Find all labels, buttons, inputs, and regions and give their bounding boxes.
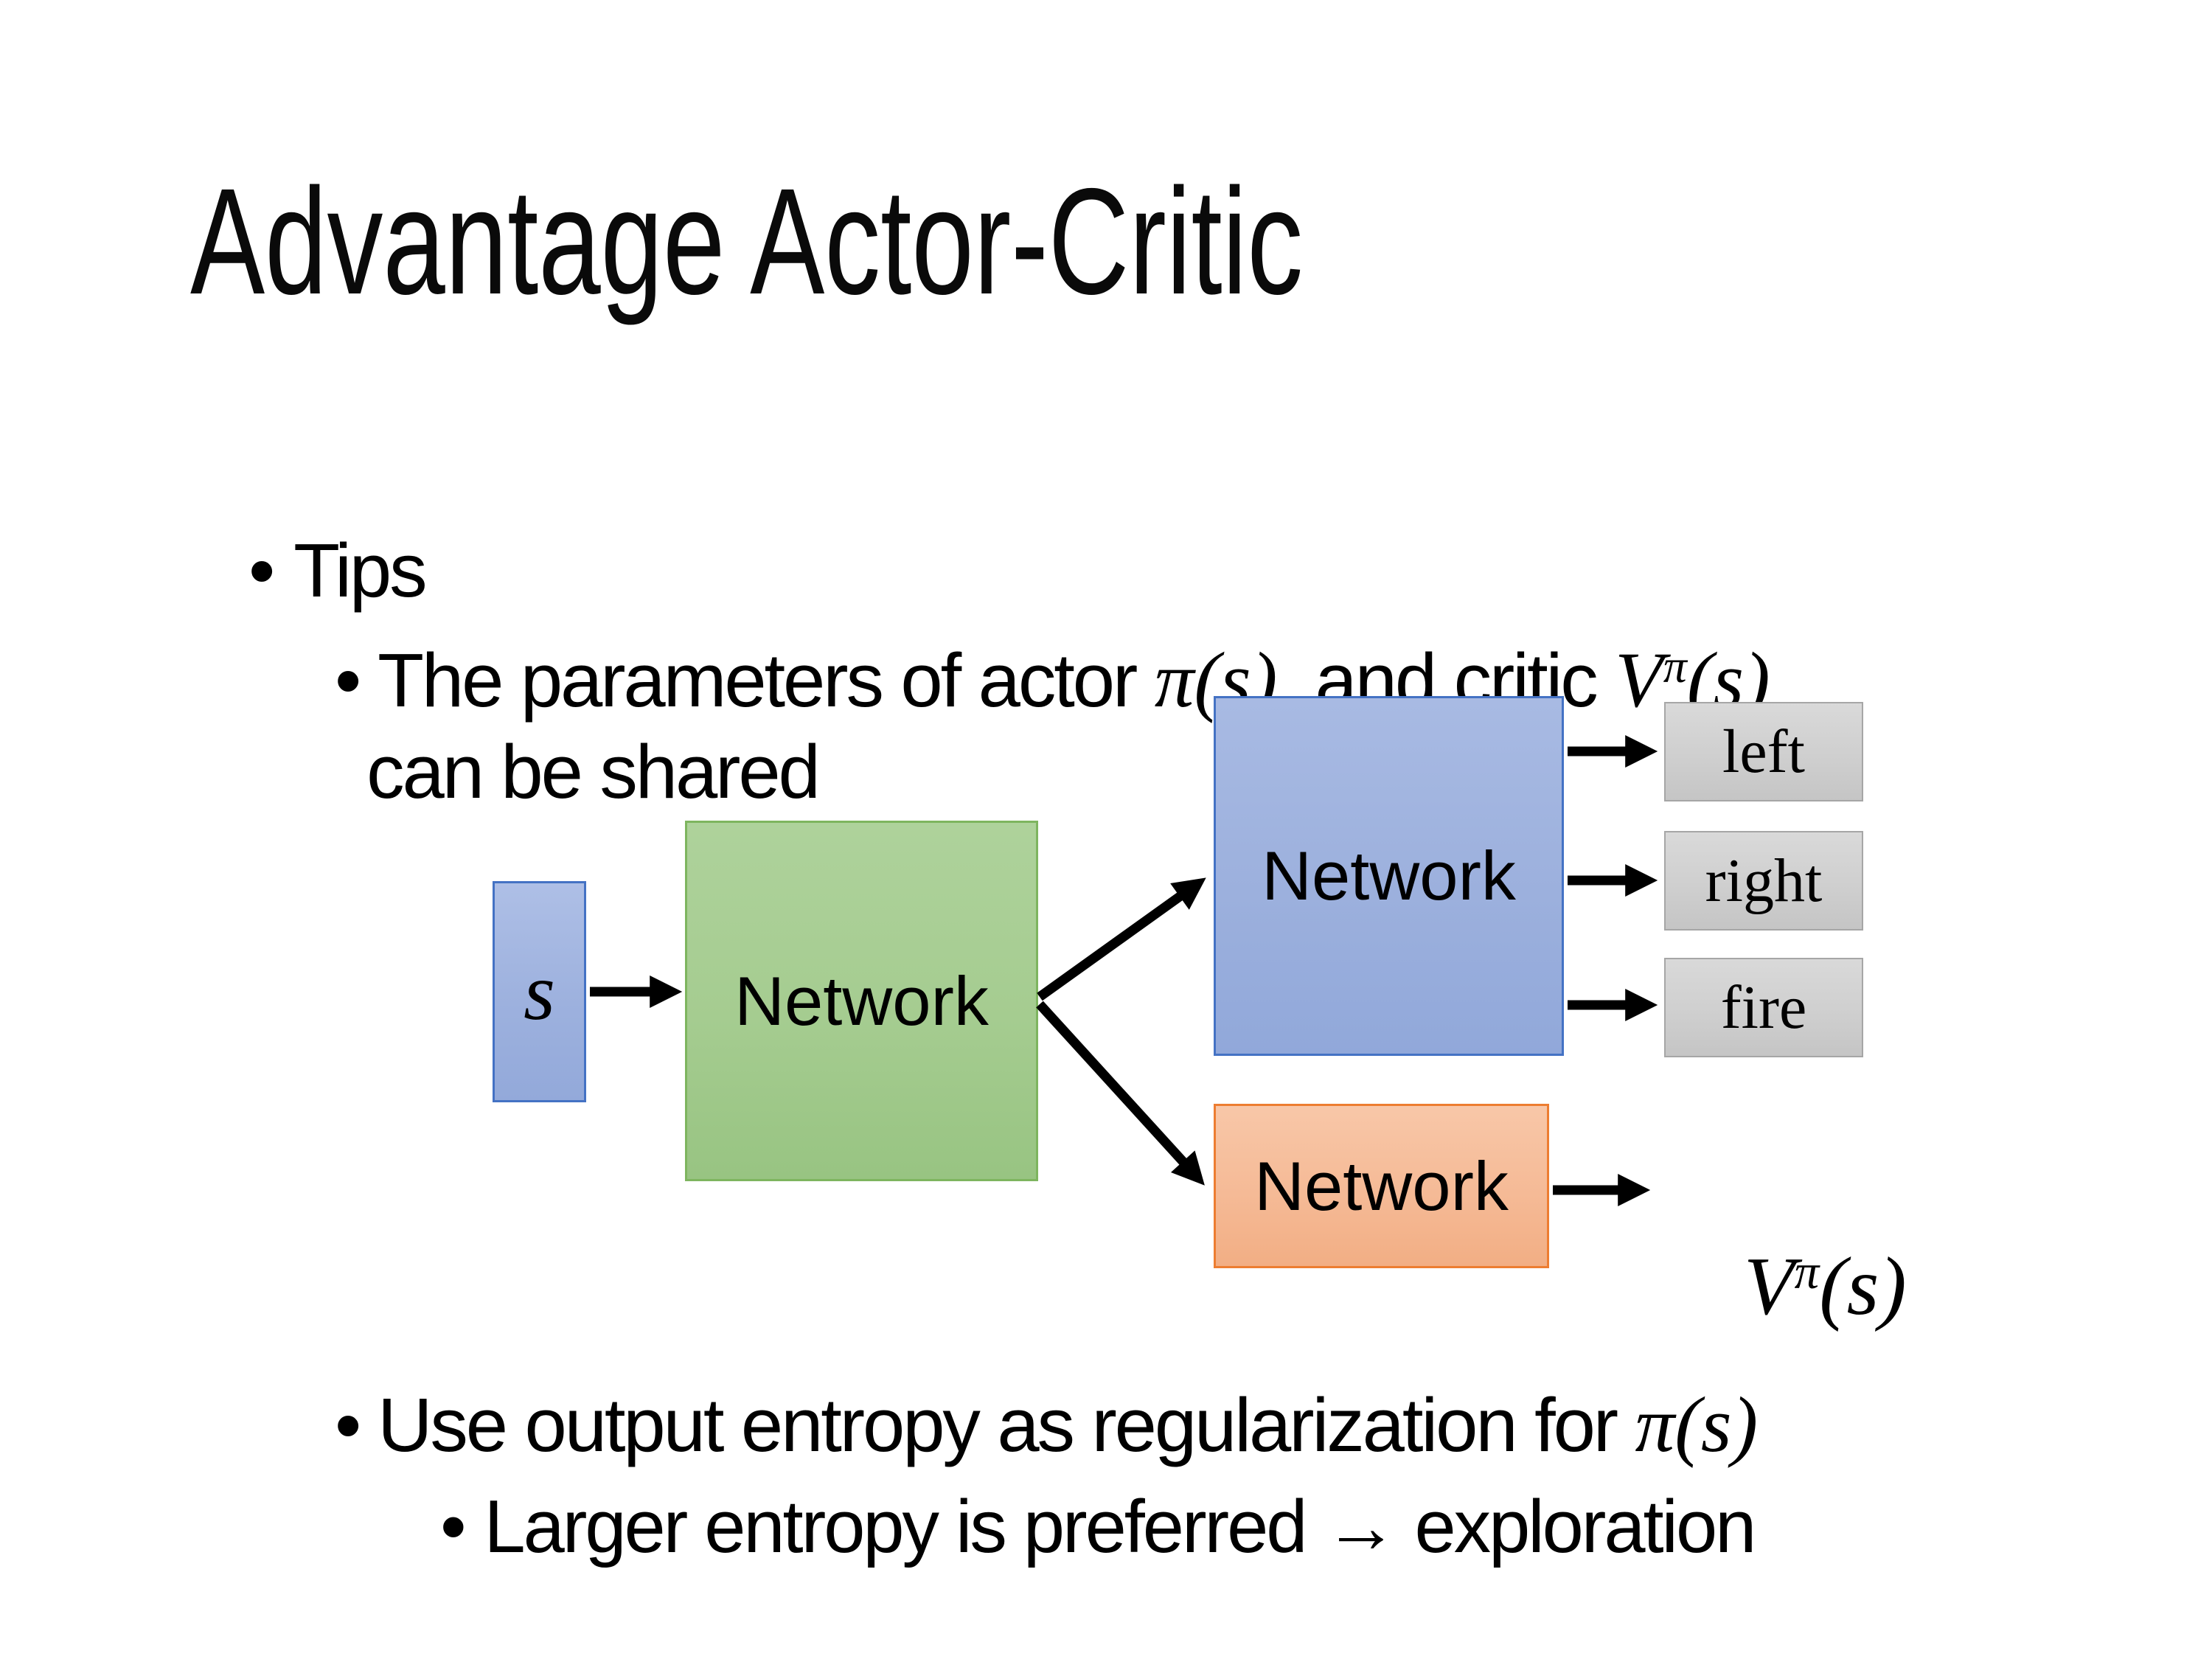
tips-label: Tips	[293, 528, 428, 613]
bullet-icon: •	[335, 1382, 361, 1468]
bullet-line-can-be-shared: can be shared	[291, 653, 821, 891]
entropy-text-pre: Use output entropy as regularization for	[378, 1382, 1635, 1468]
action-left-label: left	[1722, 717, 1805, 786]
actor-network-box: Network	[1214, 696, 1564, 1056]
bullet-icon: •	[335, 638, 361, 723]
arrow-shared-to-actor-icon	[1037, 877, 1206, 1001]
parameters-text-pre: The parameters of actor	[378, 638, 1155, 723]
state-label: s	[524, 946, 555, 1037]
action-fire-label: fire	[1720, 973, 1807, 1042]
value-function-base: V	[1615, 637, 1663, 725]
exploration-text: Larger entropy is preferred → exploratio…	[484, 1486, 1756, 1569]
bullet-line-tips: •Tips	[173, 451, 428, 690]
shared-network-box: Network	[685, 821, 1038, 1181]
arrow-shared-to-critic-icon	[1036, 1001, 1205, 1186]
state-input-box: s	[493, 881, 586, 1102]
action-box-left: left	[1664, 702, 1863, 801]
bullet-icon: •	[248, 528, 275, 613]
action-box-right: right	[1664, 831, 1863, 931]
value-output-base: V	[1744, 1241, 1795, 1332]
bullet-line-exploration: •Larger entropy is preferred → explorati…	[366, 1410, 1756, 1644]
value-output-formula: Vπ(s)	[1655, 1147, 1907, 1427]
actor-network-label: Network	[1262, 837, 1516, 914]
value-output-sup: π	[1794, 1245, 1820, 1300]
critic-network-box: Network	[1214, 1104, 1549, 1268]
shared-network-label: Network	[734, 961, 989, 1040]
bullet-line-entropy: •Use output entropy as regularization fo…	[260, 1304, 1758, 1547]
value-function-sup: π	[1663, 639, 1687, 692]
value-output-args: (s)	[1819, 1241, 1907, 1332]
can-be-shared-text: can be shared	[366, 729, 821, 815]
action-box-fire: fire	[1664, 958, 1863, 1057]
pi-s-formula: π(s)	[1635, 1382, 1759, 1470]
page-title: Advantage Actor-Critic	[190, 157, 1304, 326]
action-right-label: right	[1705, 846, 1823, 915]
bullet-icon: •	[440, 1486, 466, 1569]
critic-network-label: Network	[1254, 1147, 1509, 1225]
